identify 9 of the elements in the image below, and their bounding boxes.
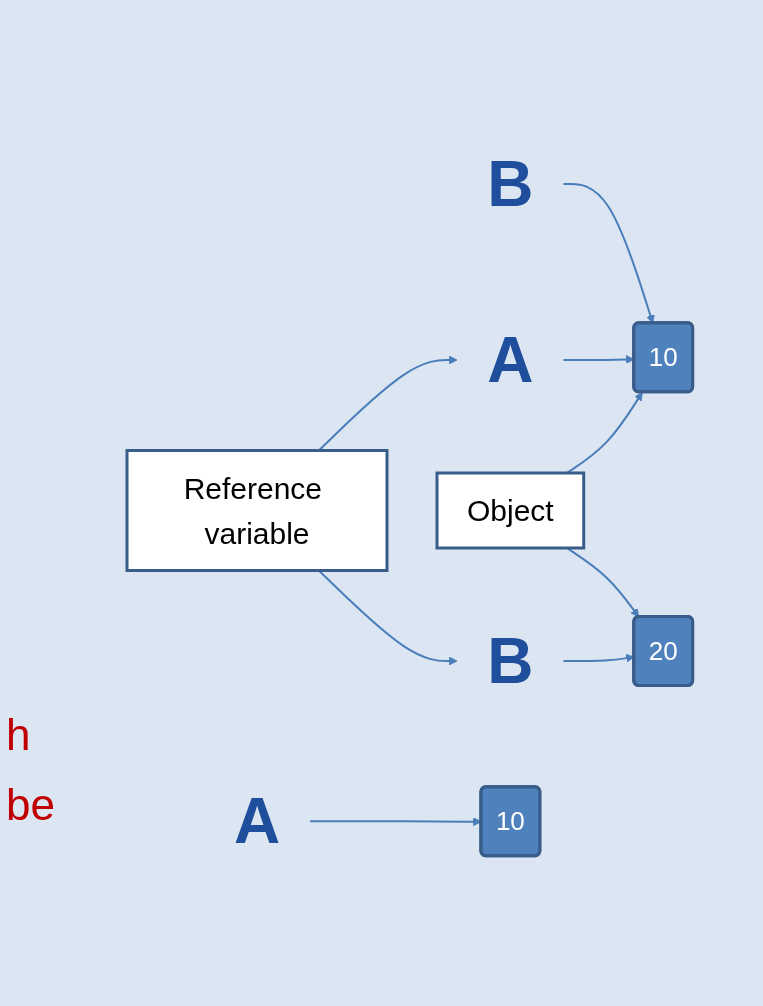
note-text: be [6,779,55,832]
node-text: B [487,148,534,221]
arrow [309,817,482,827]
node-text: A [234,785,281,858]
node-text: B [487,625,534,698]
node-text: A [487,324,534,397]
node-box: Reference variable [125,449,389,573]
node-box: Object [435,471,586,550]
note-text: h [6,709,32,761]
